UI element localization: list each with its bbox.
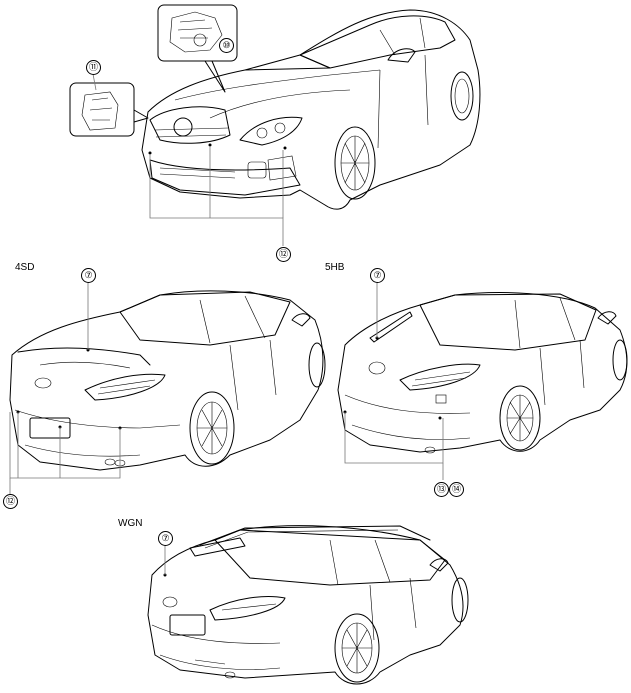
callout-14: ⑭ xyxy=(449,482,464,497)
callout-11: ⑪ xyxy=(86,60,101,75)
relay-detail-box xyxy=(69,73,149,137)
callout-12-front: ⑫ xyxy=(276,247,291,262)
front-leaders xyxy=(149,147,284,246)
sd4-car-drawing xyxy=(9,290,326,471)
hb5-leaders xyxy=(344,283,444,480)
hb5-car-drawing xyxy=(337,292,628,454)
callout-7-sd: ⑦ xyxy=(81,268,96,283)
wgn-car-drawing xyxy=(147,525,469,685)
view-label-5hb: 5HB xyxy=(325,262,345,273)
view-label-4sd: 4SD xyxy=(15,262,35,273)
engine-detail-box xyxy=(157,4,238,93)
callout-10: ⑩ xyxy=(219,38,234,53)
callout-7-wgn: ⑦ xyxy=(158,531,173,546)
view-label-wgn: WGN xyxy=(118,518,143,529)
callout-7-hb: ⑦ xyxy=(370,268,385,283)
front-car-drawing xyxy=(141,9,481,210)
callout-12-sd: ⑫ xyxy=(3,494,18,509)
sd4-leaders xyxy=(9,283,121,494)
callout-13: ⑬ xyxy=(434,482,449,497)
